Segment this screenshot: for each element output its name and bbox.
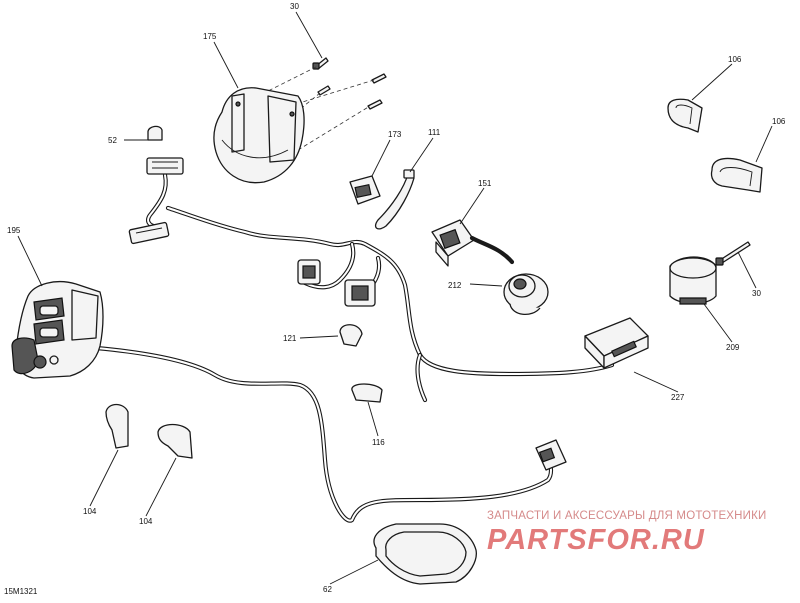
harness-connector-52 <box>146 157 184 175</box>
screw-top <box>312 57 329 70</box>
switch-housing-175 <box>213 87 305 184</box>
cap-209 <box>669 256 717 305</box>
harness-connector-middle-b <box>344 279 376 307</box>
connector-151 <box>431 219 515 267</box>
connector-lower <box>535 439 567 471</box>
callout-209: 209 <box>726 343 740 352</box>
callout-104-a: 104 <box>83 507 97 516</box>
bracket-106-lower <box>710 157 763 193</box>
clip-116 <box>351 383 383 403</box>
callout-212: 212 <box>448 281 462 290</box>
callout-227: 227 <box>671 393 685 402</box>
callout-121: 121 <box>283 334 297 343</box>
connector-173 <box>349 175 381 205</box>
leader-lines <box>17 11 773 585</box>
callout-111: 111 <box>428 128 441 137</box>
callout-151: 151 <box>478 179 492 188</box>
callout-175: 175 <box>203 32 217 41</box>
callout-106-b: 106 <box>772 117 786 126</box>
callout-30-right: 30 <box>752 289 761 298</box>
handlebar-switch-195 <box>11 281 104 379</box>
watermark-text: ЗАПЧАСТИ И АКСЕССУАРЫ ДЛЯ МОТОТЕХНИКИ <box>487 510 767 522</box>
callout-104-b: 104 <box>139 517 153 526</box>
callout-52: 52 <box>108 136 117 145</box>
grommet-212 <box>503 273 549 315</box>
callout-106-a: 106 <box>728 55 742 64</box>
drawing-code: 15M1321 <box>4 587 38 596</box>
harness-connector-middle-a <box>297 259 321 285</box>
callout-numbers: 30 175 52 173 111 106 106 195 151 212 30… <box>7 2 786 594</box>
tie-strap-111 <box>374 169 415 230</box>
module-227 <box>584 317 649 369</box>
callout-30-top: 30 <box>290 2 299 11</box>
callout-195: 195 <box>7 226 21 235</box>
clip-52 <box>147 125 163 141</box>
harness-connector-left-plug <box>128 221 170 245</box>
callout-116: 116 <box>372 438 385 447</box>
clamp-104-left <box>105 403 129 449</box>
screw-row <box>317 73 387 110</box>
gasket-62 <box>373 523 477 585</box>
screw-right <box>715 241 751 266</box>
clamp-104-right <box>157 423 193 459</box>
callout-62: 62 <box>323 585 332 594</box>
watermark-logo: PARTSFOR.RU <box>487 524 705 556</box>
clip-121 <box>339 324 363 347</box>
main-wiring-harness <box>93 172 615 523</box>
callout-173: 173 <box>388 130 402 139</box>
bracket-106-upper <box>667 98 703 133</box>
screw-guide-lines <box>249 65 375 151</box>
